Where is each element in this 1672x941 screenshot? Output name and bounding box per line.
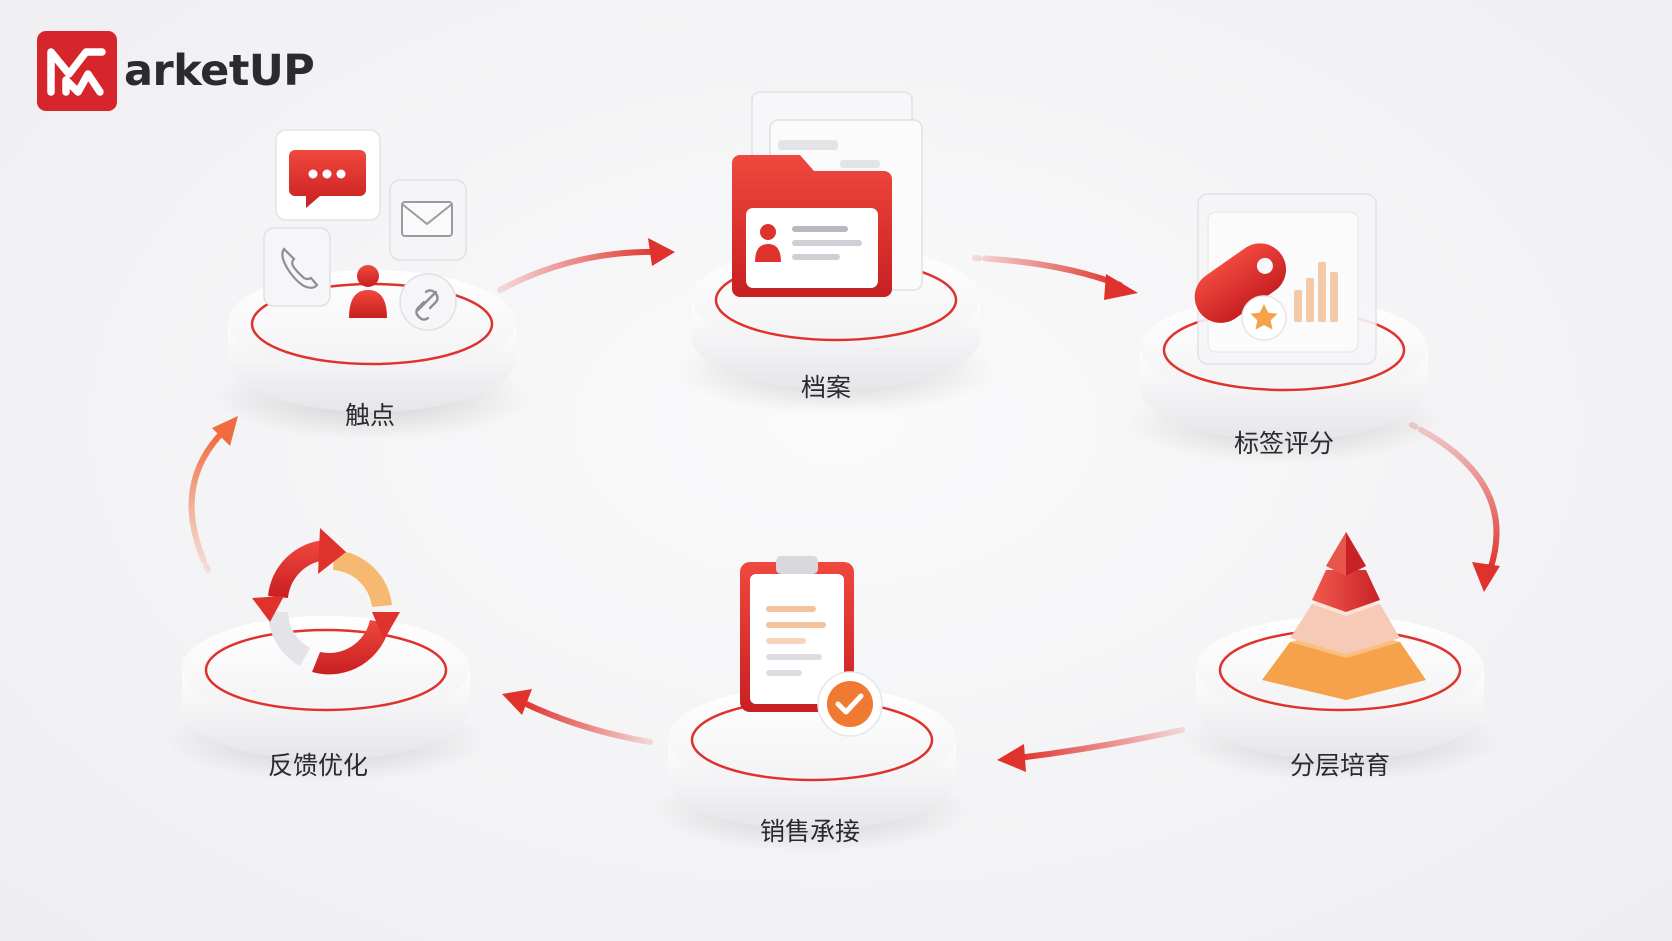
stage-sales: 销售承接 <box>652 556 972 852</box>
link-icon <box>399 273 457 331</box>
stage-touchpoints: 触点 <box>212 129 532 440</box>
brand-logo: arketUP <box>36 30 315 112</box>
flow-arrows <box>188 238 1500 772</box>
brand-name: arketUP <box>124 46 315 96</box>
stage-label: 触点 <box>345 401 395 430</box>
arrow-sales-to-feedback <box>502 689 653 745</box>
stage-label: 分层培育 <box>1290 751 1390 780</box>
marketup-logo-icon <box>37 31 117 111</box>
arrow-feedback-to-touchpoints <box>188 416 238 573</box>
clipboard-check-icon <box>740 556 883 737</box>
phone-icon <box>281 247 319 289</box>
profile-folder-icon <box>732 91 923 297</box>
star-icon <box>1250 304 1278 330</box>
stage-label: 标签评分 <box>1234 429 1334 458</box>
chat-bubble-icon <box>289 150 366 208</box>
touchpoints-icon <box>263 129 467 331</box>
stage-profile: 档案 <box>676 91 996 414</box>
stage-pyramid: 分层培育 <box>1180 532 1500 782</box>
arrow-pyramid-to-sales <box>997 727 1185 772</box>
stage-label: 反馈优化 <box>268 751 368 780</box>
check-icon <box>835 693 864 715</box>
stage-label: 销售承接 <box>760 817 860 846</box>
stage-feedback: 反馈优化 <box>166 528 486 782</box>
arrow-touchpoints-to-profile <box>497 238 675 293</box>
stage-tag-score: 标签评分 <box>1124 193 1444 464</box>
arrow-tag-to-pyramid <box>1409 422 1500 592</box>
mail-icon <box>401 201 453 237</box>
refresh-cycle-icon <box>252 528 400 675</box>
stage-label: 档案 <box>801 373 851 402</box>
pyramid-icon <box>1262 532 1426 700</box>
person-icon <box>349 265 387 318</box>
tag-score-icon <box>1194 193 1377 365</box>
arrow-profile-to-tag <box>972 255 1138 300</box>
